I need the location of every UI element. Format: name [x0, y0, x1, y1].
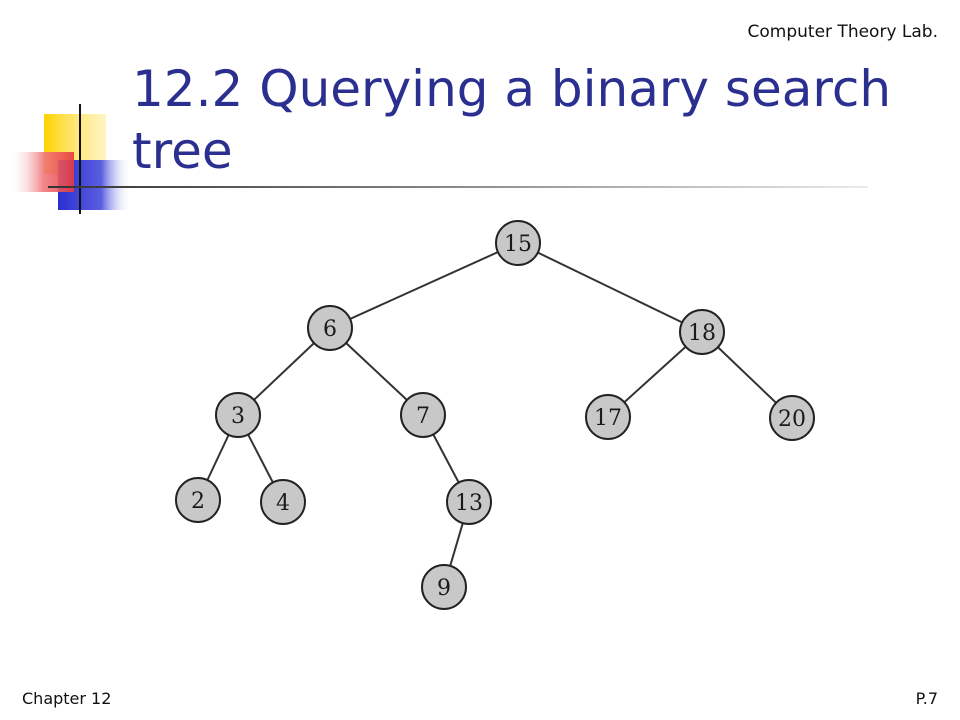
tree-node-13: 13: [446, 479, 492, 525]
node-label: 6: [323, 317, 337, 342]
node-label: 9: [437, 576, 451, 601]
node-label: 17: [594, 406, 622, 431]
node-label: 13: [455, 491, 483, 516]
node-label: 2: [191, 489, 205, 514]
tree-node-15: 15: [495, 220, 541, 266]
node-circle: [446, 479, 492, 525]
node-circle: [679, 309, 725, 355]
node-circle: [495, 220, 541, 266]
node-circle: [769, 395, 815, 441]
node-label: 3: [231, 404, 245, 429]
node-circle: [585, 394, 631, 440]
slide-title: 12.2 Querying a binary search tree: [132, 60, 892, 180]
node-label: 7: [416, 404, 430, 429]
tree-node-17: 17: [585, 394, 631, 440]
tree-node-2: 2: [175, 477, 221, 523]
tree-node-9: 9: [421, 564, 467, 610]
node-circle: [175, 477, 221, 523]
tree-node-4: 4: [260, 479, 306, 525]
node-label: 4: [276, 491, 290, 516]
tree-svg: 15 6 18 3 7 17 20 2 4 13 9: [175, 220, 815, 610]
title-divider: [48, 186, 868, 188]
tree-node-3: 3: [215, 392, 261, 438]
chapter-label: Chapter 12: [22, 689, 112, 708]
node-circle: [307, 305, 353, 351]
tree-node-18: 18: [679, 309, 725, 355]
node-circle: [215, 392, 261, 438]
tree-node-20: 20: [769, 395, 815, 441]
binary-search-tree-diagram: 15 6 18 3 7 17 20 2 4 13 9: [130, 200, 830, 640]
page-number: P.7: [915, 689, 938, 708]
red-square: [12, 152, 74, 192]
lab-name: Computer Theory Lab.: [747, 22, 938, 42]
edge-15-18: [517, 242, 703, 333]
node-circle: [260, 479, 306, 525]
decorative-squares: [12, 104, 130, 214]
tree-node-7: 7: [400, 392, 446, 438]
node-circle: [421, 564, 467, 610]
edge-15-6: [329, 242, 519, 329]
tree-node-6: 6: [307, 305, 353, 351]
node-label: 15: [504, 232, 532, 257]
node-label: 18: [688, 321, 716, 346]
node-circle: [400, 392, 446, 438]
node-label: 20: [778, 407, 806, 432]
